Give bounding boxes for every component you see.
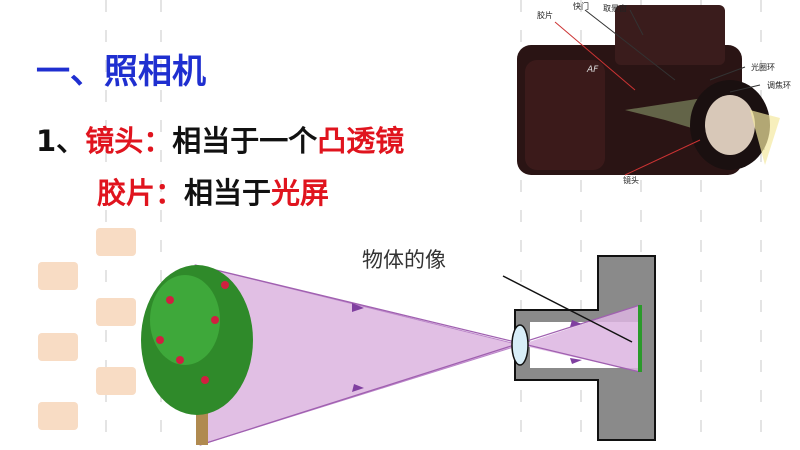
seal-stamp — [38, 402, 78, 430]
camera-label-viewfinder: 取景窗 — [603, 4, 627, 13]
item-number: 1、 — [36, 124, 86, 158]
film-desc: 相当于 — [184, 176, 272, 210]
ray-bottom — [199, 304, 641, 446]
ray-top — [194, 264, 641, 373]
bg-dash — [760, 0, 762, 450]
label-pointer — [502, 275, 633, 343]
tree-icon — [141, 265, 253, 445]
camera-label-focus-ring: 调焦环 — [767, 81, 791, 90]
bg-dash — [160, 0, 162, 450]
colon: ： — [143, 124, 173, 158]
bg-dash — [580, 0, 582, 450]
lens-desc: 相当于一个 — [172, 124, 318, 158]
arrow-icon — [352, 384, 364, 392]
film-term: 胶片 — [97, 176, 156, 210]
seal-stamp — [38, 333, 78, 361]
light-beam-inside — [520, 305, 640, 372]
camera-label-lens: 镜头 — [623, 176, 639, 185]
seal-stamp — [38, 262, 78, 290]
lens-line: 1、镜头：相当于一个凸透镜 — [36, 118, 404, 160]
camera-photo: AF 胶片 快门 取景窗 光圈环 调焦环 镜头 — [515, 0, 800, 190]
svg-text:AF: AF — [586, 65, 599, 75]
camera-label-shutter: 快门 — [573, 2, 589, 11]
page-title: 一、照相机 — [36, 52, 206, 92]
bg-dash — [640, 0, 642, 450]
film-line: 胶片：相当于光屏 — [97, 170, 329, 212]
bg-dash — [520, 0, 522, 450]
colon: ： — [155, 176, 185, 210]
bg-dash — [105, 0, 107, 450]
lens-term: 镜头 — [85, 124, 144, 158]
image-label: 物体的像 — [362, 248, 446, 272]
camera-label-aperture-ring: 光圈环 — [751, 63, 775, 72]
bg-dash — [700, 0, 702, 450]
arrow-icon — [570, 358, 582, 364]
lens-value: 凸透镜 — [317, 124, 405, 158]
camera-illustration: AF — [517, 5, 780, 176]
seal-stamp — [96, 367, 136, 395]
camera-label-film: 胶片 — [537, 11, 553, 20]
seal-stamp — [96, 298, 136, 326]
arrow-icon — [352, 303, 364, 312]
lens-icon — [511, 324, 529, 366]
arrow-icon — [570, 320, 582, 327]
film-value: 光屏 — [271, 176, 330, 210]
seal-stamp — [96, 228, 136, 256]
